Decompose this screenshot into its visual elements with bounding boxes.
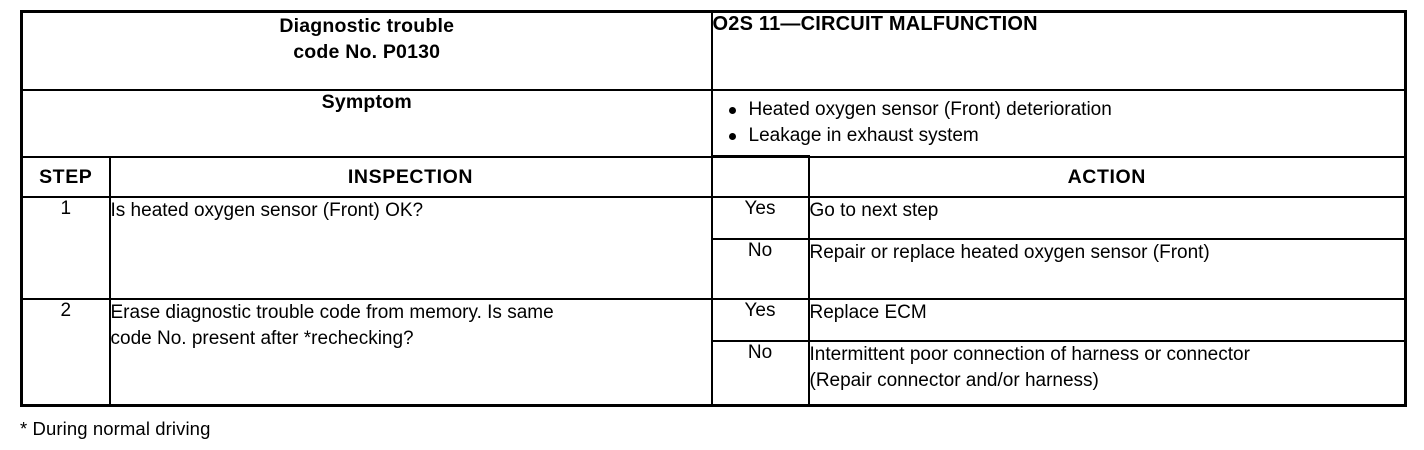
action-text-no-line1: Intermittent poor connection of harness … [809, 344, 1250, 366]
column-header-step: STEP [20, 155, 111, 199]
bullet-icon [728, 133, 736, 141]
action-subrow-yes: Go to next step [809, 198, 1405, 241]
column-header-yesno-spacer [710, 155, 810, 199]
trouble-code-label-line2: code No. P0130 [293, 41, 441, 64]
list-item: Leakage in exhaust system [727, 123, 1405, 149]
symptom-text: Heated oxygen sensor (Front) deteriorati… [748, 99, 1112, 120]
step-number: 2 [20, 298, 111, 407]
symptom-list-cell: Heated oxygen sensor (Front) deteriorati… [710, 89, 1407, 158]
table-row-symptom: Symptom Heated oxygen sensor (Front) det… [20, 89, 1407, 158]
action-text-no: Intermittent poor connection of harness … [809, 341, 1405, 405]
step-number: 1 [20, 196, 111, 301]
step-1-answer-column: Yes No [710, 196, 810, 301]
answer-label-no: No [712, 239, 808, 299]
action-subrow-no: Intermittent poor connection of harness … [809, 341, 1405, 405]
step-1-action-column: Go to next step Repair or replace heated… [807, 196, 1407, 301]
step-inspection-line1: Erase diagnostic trouble code from memor… [110, 302, 554, 324]
trouble-code-label-line1: Diagnostic trouble [279, 15, 455, 37]
symptom-label: Symptom [20, 89, 713, 158]
table-header-row: STEP INSPECTION ACTION [20, 155, 1407, 199]
step-2-action-column: Replace ECM Intermittent poor connection… [807, 298, 1407, 407]
answer-subrow-yes: Yes [712, 300, 808, 343]
table-row-trouble-code: Diagnostic trouble code No. P0130 O2S 11… [20, 10, 1407, 91]
trouble-code-title: O2S 11—CIRCUIT MALFUNCTION [710, 10, 1407, 91]
column-header-inspection: INSPECTION [108, 155, 713, 199]
action-subtable: Go to next step Repair or replace heated… [809, 198, 1405, 299]
action-text-no-line2: (Repair connector and/or harness) [809, 369, 1099, 391]
answer-subrow-no: No [712, 341, 808, 405]
table-row-step-2: 2 Erase diagnostic trouble code from mem… [20, 298, 1407, 407]
answer-subrow-yes: Yes [712, 198, 808, 241]
action-subrow-yes: Replace ECM [809, 300, 1405, 343]
step-inspection-text: Is heated oxygen sensor (Front) OK? [108, 196, 713, 301]
symptom-text: Leakage in exhaust system [748, 125, 979, 147]
action-text-yes: Go to next step [809, 198, 1405, 241]
trouble-code-label-cell: Diagnostic trouble code No. P0130 [20, 10, 713, 91]
answer-subrow-no: No [712, 239, 808, 299]
answer-subtable: Yes No [712, 198, 808, 299]
footnote: * During normal driving [20, 418, 211, 439]
table-row-step-1: 1 Is heated oxygen sensor (Front) OK? Ye… [20, 196, 1407, 301]
step-inspection-line2: code No. present after *rechecking? [110, 327, 414, 349]
step-2-answer-column: Yes No [710, 298, 810, 407]
symptom-list: Heated oxygen sensor (Front) deteriorati… [713, 91, 1405, 155]
answer-subtable: Yes No [712, 300, 808, 405]
bullet-icon [728, 106, 736, 114]
dtc-diagnostic-table: Diagnostic trouble code No. P0130 O2S 11… [20, 10, 1408, 408]
answer-label-yes: Yes [712, 198, 808, 241]
action-text-yes: Replace ECM [809, 300, 1405, 343]
answer-label-no: No [712, 341, 808, 405]
action-subrow-no: Repair or replace heated oxygen sensor (… [809, 239, 1405, 299]
list-item: Heated oxygen sensor (Front) deteriorati… [727, 97, 1405, 123]
action-subtable: Replace ECM Intermittent poor connection… [809, 300, 1405, 405]
column-header-action: ACTION [807, 155, 1407, 199]
answer-label-yes: Yes [712, 300, 808, 343]
step-inspection-text: Erase diagnostic trouble code from memor… [108, 298, 713, 407]
action-text-no: Repair or replace heated oxygen sensor (… [809, 239, 1405, 299]
